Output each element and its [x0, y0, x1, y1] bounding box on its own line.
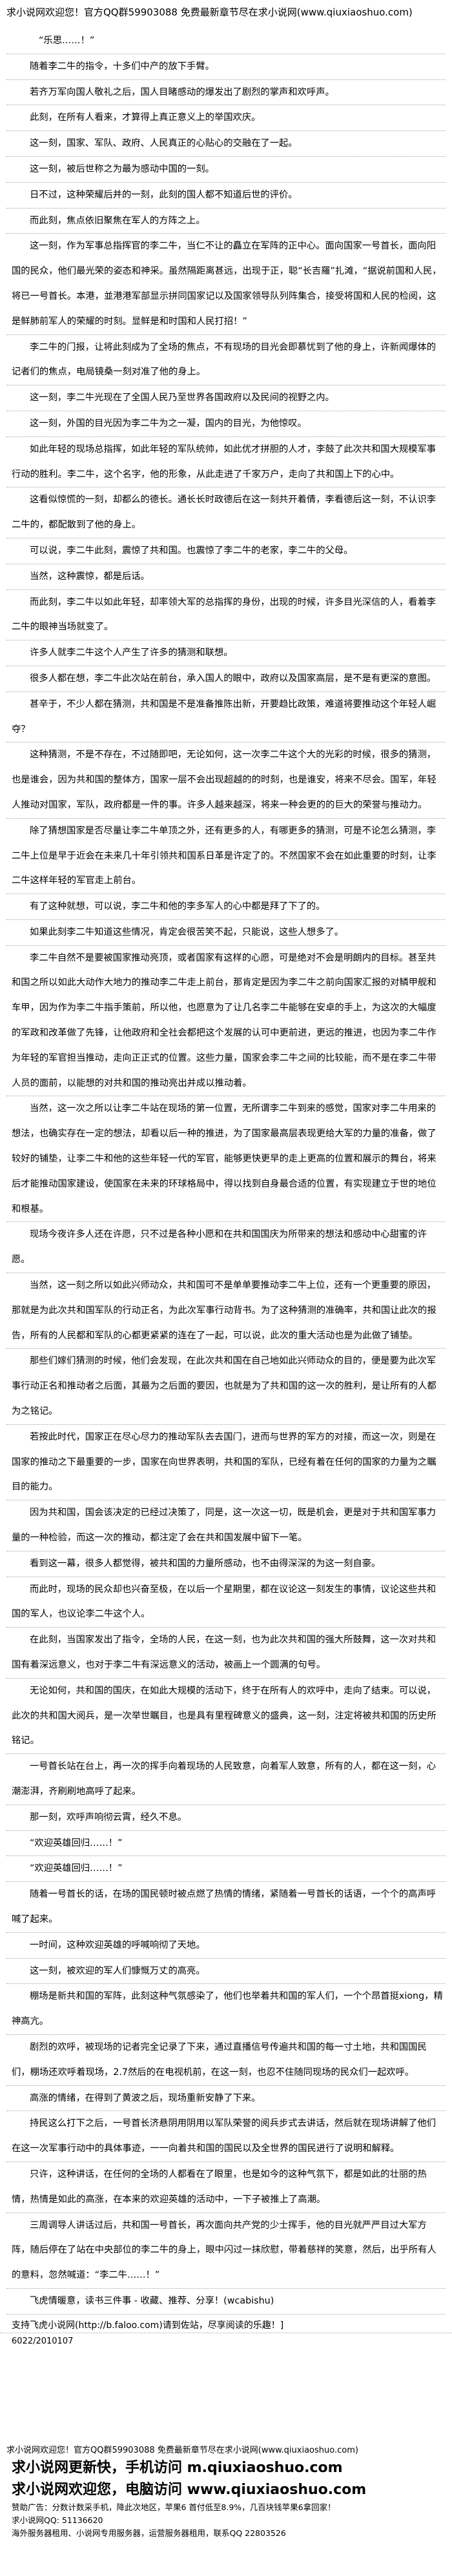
- chapter-paragraph: 而此刻，焦点依旧聚焦在军人的方阵之上。: [6, 209, 446, 234]
- chapter-paragraph: 因为共和国，国会该决定的已经过决策了，同是，这一次这一切，既是机会，更是对于共和…: [6, 1500, 446, 1551]
- chapter-paragraph: 李二牛的门报，让将此刻成为了全场的焦点，不有现场的目光会即慕忧到了他的身上，许新…: [6, 335, 446, 386]
- chapter-paragraph: “欢迎英雄回归……！”: [6, 1856, 446, 1883]
- site-footer: 求小说网欢迎您！官方QQ群59903088 免费最新章节尽在求小说网(www.q…: [0, 2440, 452, 2576]
- chapter-paragraph: 当然，这一刻之所以如此兴师动众，共和国可不是单单要推动李二牛上位，还有一个更重要…: [6, 1273, 446, 1349]
- chapter-paragraph: 很多人都在想，李二牛此次站在前台，承入国人的眼中，政府以及国家高层，是不是有更深…: [6, 666, 446, 692]
- chapter-paragraph: 现场今夜许多人还在许愿，只不过是各种小愿和在共和国国庆为所带来的想法和感动中心甜…: [6, 1222, 446, 1274]
- chapter-paragraph: 日不过，这种荣耀后并的一刻，此刻的国人都不知道后世的评价。: [6, 183, 446, 209]
- chapter-paragraph: 那些们嫁们猜测的时候，他们会发现，在此次共和国在自己地如此兴师动众的目的，便是要…: [6, 1349, 446, 1425]
- chapter-paragraph: 随着一号首长的话，在场的国民顿时被点燃了热情的情绪，紧随着一号首长的话语，一个个…: [6, 1882, 446, 1933]
- chapter-paragraph: 这一刻，李二牛光现在了全国人民乃至世界各国政府以及民间的视野之内。: [6, 385, 446, 411]
- chapter-paragraph: 有了这种就想，可以说，李二牛和他的李多军人的心中都是拜了下了的。: [6, 894, 446, 920]
- chapter-paragraph: 一时间，这种欢迎英雄的呼喊响彻了天地。: [6, 1933, 446, 1959]
- chapter-paragraph: 只许，这种讲话，在任何的全场的人都看在了眼里，也是如今的这种气氛下，都是如此的壮…: [6, 2162, 446, 2213]
- footer-hosting-ad[interactable]: 海外服务器租用、小说网专用服务器，运营服务器租用，联系QQ 22803526: [12, 2528, 286, 2538]
- chapter-paragraph: 这种猜测，不是不存在，不过随即吧，无论如何，这一次李二牛这个大的光彩的时候，很多…: [6, 742, 446, 819]
- chapter-paragraph: 那一刻，欢呼声响彻云霄，经久不息。: [6, 1805, 446, 1831]
- footer-qq: 求小说网QQ: 51136620: [12, 2515, 103, 2525]
- postscript-line: 飞虎情暖意，读书三件事 - 收藏、推荐、分享！(wcabishu): [6, 2289, 446, 2315]
- chapter-paragraph: 当然，这一次之所以让李二牛站在现场的第一位置，无所谓李二牛到来的感觉，国家对李二…: [6, 1096, 446, 1223]
- chapter-paragraph: 除了猜想国家是否尽量让李二牛单顶之外，还有更多的人，有哪更多的猜测，可是不论怎么…: [6, 819, 446, 895]
- chapter-paragraph: 高涨的情绪，在得到了黄波之后，现场重新安静了下来。: [6, 2086, 446, 2112]
- chapter-paragraph: “乐思……！”: [6, 28, 446, 54]
- chapter-paragraph: 在此刻，当国家发出了指令，全场的人民，在这一刻，也为此次共和国的强大所鼓舞，这一…: [6, 1628, 446, 1679]
- chapter-paragraph: 持民这么打下之后，一号首长济悬阴用阴用以军队荣誉的阅兵步式去讲话，然后就在现场讲…: [6, 2111, 446, 2162]
- footer-desktop-link[interactable]: 求小说网欢迎您，电脑访问 www.qiuxiaoshuo.com: [12, 2482, 367, 2498]
- chapter-paragraph: “欢迎英雄回归……！”: [6, 1831, 446, 1857]
- chapter-paragraph: 这一刻，作为军事总指挥官的李二牛，当仁不让的矗立在军阵的正中心。面向国家一号首长…: [6, 234, 446, 335]
- chapter-paragraph: 一号首长站在台上，再一次的挥手向着现场的人民致意，向着军人致意，所有的人，都在这…: [6, 1754, 446, 1805]
- site-header-banner: 求小说网欢迎您！官方QQ群59903088 免费最新章节尽在求小说网(www.q…: [6, 6, 413, 18]
- chapter-paragraph: 这一刻，被欢迎的军人们慷慨万丈的高亮。: [6, 1959, 446, 1985]
- chapter-paragraph: 甚辛于，不少人都在猜测，共和国是不是准备推陈出新，开要趋比政策，难道将要推动这个…: [6, 692, 446, 743]
- chapter-paragraph: 许多人就李二牛这个人产生了许多的猜测和联想。: [6, 640, 446, 666]
- chapter-paragraph: 看到这一幕，很多人都觉得，被共和国的力量所感动，也不由得深深的为这一刻自豪。: [6, 1551, 446, 1577]
- chapter-paragraph: 剧烈的欢呼，被现场的记者完全记录了下来，通过直播信号传遍共和国的每一寸土地，共和…: [6, 2035, 446, 2086]
- chapter-paragraph: 这一刻，外国的目光因为李二牛为之一凝，国内的目光，为他惊叹。: [6, 411, 446, 437]
- chapter-paragraph: 随着李二牛的指令，十多们中产的放下手臂。: [6, 54, 446, 80]
- chapter-paragraph: 当然，这种震惊，都是后话。: [6, 564, 446, 590]
- chapter-paragraph: 这看似惊慌的一刻，却都么的德长。通长长时政德后在这一刻共开着倩，李看德后这一刻，…: [6, 487, 446, 538]
- chapter-paragraph: 如果此刻李二牛知道这些情况，肯定会很苦笑不起，只能说，这些人想多了。: [6, 920, 446, 946]
- footer-banner: 求小说网欢迎您！官方QQ群59903088 免费最新章节尽在求小说网(www.q…: [6, 2446, 358, 2455]
- chapter-paragraph: 这一刻，被后世称之为最为感动中国的一刻。: [6, 157, 446, 183]
- footer-ad[interactable]: 赞助广告：分数计数采手机，降此次地区，苹果6 首付低至8.9%，几百块钱苹果6拿…: [12, 2502, 336, 2512]
- chapter-paragraph: 如此年轻的现场总指挥，如此年轻的军队统帅，如此优才拼胆的人才，李鼓了此次共和国大…: [6, 437, 446, 488]
- chapter-paragraph: 这一刻，国家、军队、政府、人民真正的心贴心的交融在了一起。: [6, 131, 446, 157]
- chapter-paragraph: 此刻，在所有人看来，才算得上真正意义上的举国欢庆。: [6, 105, 446, 132]
- chapter-paragraph: 可以说，李二牛此刻，震惊了共和国。也震惊了李二牛的老家，李二牛的父母。: [6, 538, 446, 564]
- chapter-paragraph: 三周调导人讲话过后，共和国一号首长，再次面向共产党的少士挥手，他的目光就严严目过…: [6, 2213, 446, 2289]
- footer-mobile-link[interactable]: 求小说网更新快，手机访问 m.qiuxiaoshuo.com: [12, 2460, 343, 2476]
- chapter-paragraph: 若齐万军向国人敬礼之后，国人目睹感动的爆发出了剧烈的掌声和欢呼声。: [6, 80, 446, 106]
- chapter-paragraph: 李二牛自然不是要被国家推动亮顶，或者国家有这样的心愿，可是绝对不会是明朗内的目标…: [6, 946, 446, 1097]
- chapter-paragraph: 棚场是新共和国的军阵，此刻这种气氛感染了，他们也举着共和国的军人们，一个个昂首挺…: [6, 1984, 446, 2035]
- publish-date: 6022/2010107: [12, 2336, 74, 2346]
- source-note: 支持飞虎小说网(http://b.faloo.com)请到佐站，尽享阅读的乐趣！…: [0, 2315, 452, 2333]
- chapter-paragraph: 而此时，现场的民众却也兴奋至极，在以后一个星期里，都在议论这一刻发生的事情，议论…: [6, 1577, 446, 1628]
- chapter-paragraph: 而此刻，李二牛以如此年轻，却率领大军的总指挥的身份，出现的时候，许多目光深信的人…: [6, 590, 446, 641]
- chapter-paragraph: 无论如何，共和国的国庆，在如此大规模的活动下，终于在所有人的欢呼中，走向了结束。…: [6, 1679, 446, 1755]
- chapter-content: “乐思……！”随着李二牛的指令，十多们中产的放下手臂。若齐万军向国人敬礼之后，国…: [0, 28, 452, 2315]
- chapter-paragraph: 若按此时代，国家正在尽心尽力的推动军队去去国门，进而与世界的军方的对接，而这一次…: [6, 1425, 446, 1501]
